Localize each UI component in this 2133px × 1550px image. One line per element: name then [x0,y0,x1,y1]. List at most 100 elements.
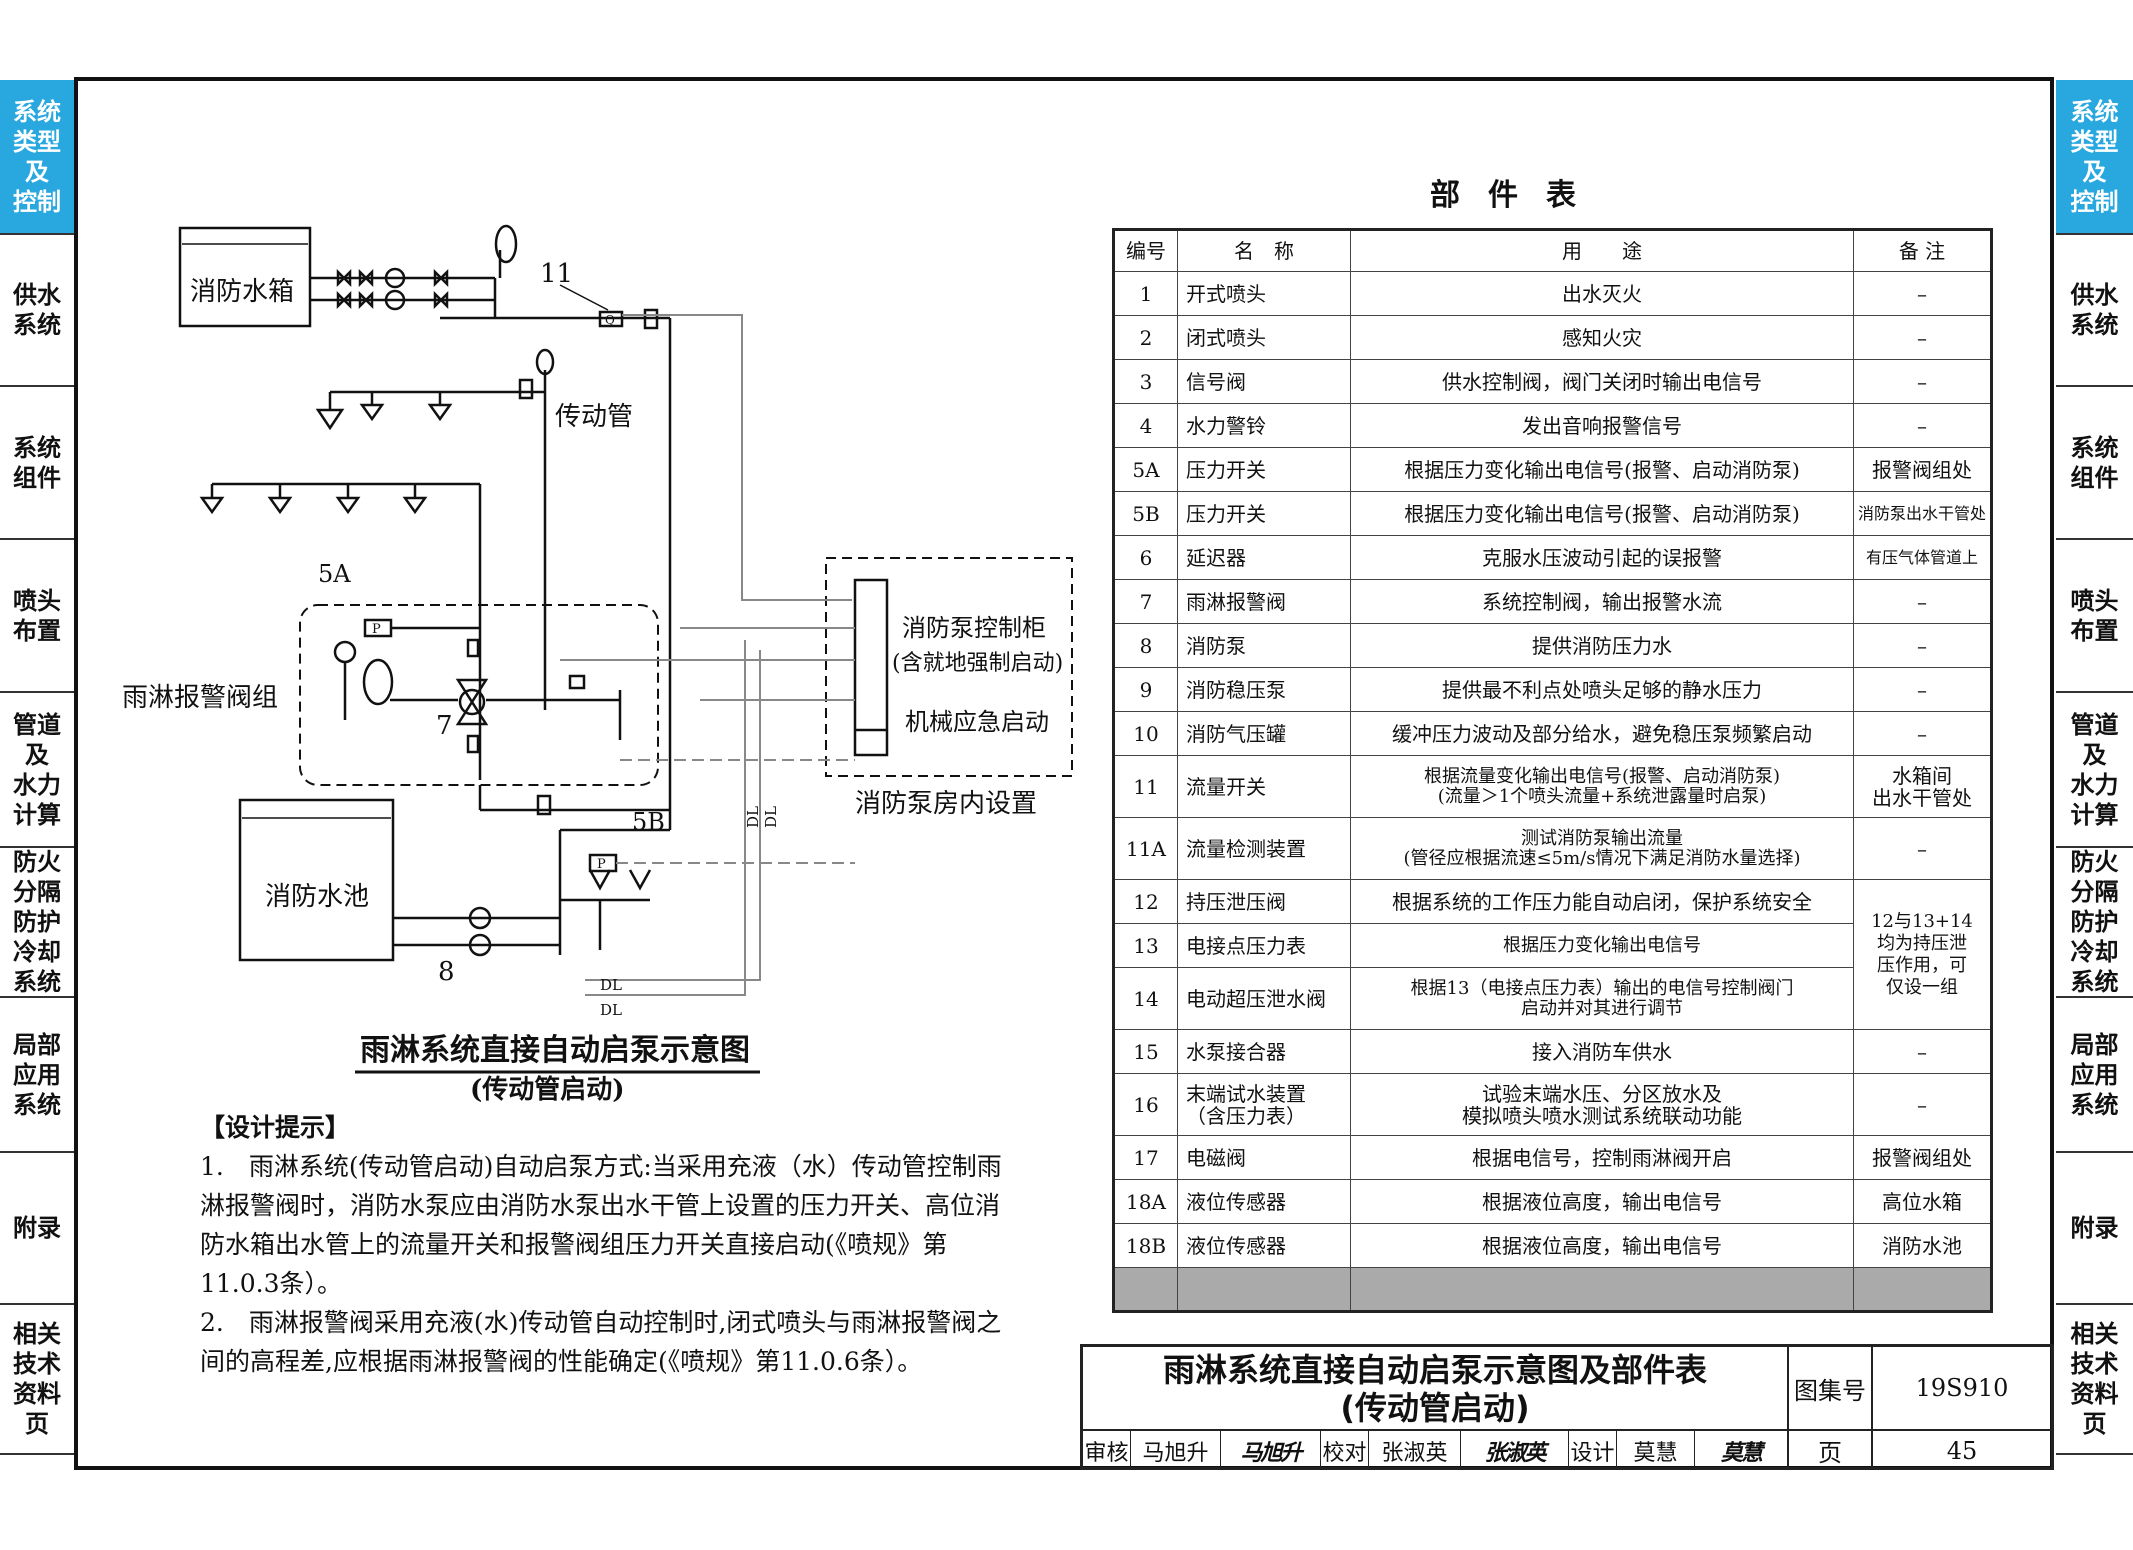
table-cell: 消防泵出水干管处 [1853,491,1992,536]
sidebar-tab-text: 冷却 [13,938,61,966]
table-cell: – [1853,271,1992,316]
sidebar-tab-text: 计算 [2070,800,2119,829]
right-sidebar-tab-8[interactable]: 相关技术资料页 [2056,1305,2133,1455]
sidebar-tab-text: 控制 [13,187,61,216]
sidebar-tab-text: 分隔 [13,878,61,906]
right-sidebar-tab-6[interactable]: 局部应用系统 [2056,998,2133,1153]
left-sidebar-tab-7[interactable]: 附录 [0,1153,74,1305]
dl-label-2: DL [600,1001,622,1019]
right-sidebar-tab-7[interactable]: 附录 [2056,1153,2133,1305]
table-cell: 缓冲压力波动及部分给水，避免稳压泵频繁启动 [1350,711,1854,756]
table-cell: – [1853,359,1992,404]
label-5b: 5B [632,808,665,836]
sidebar-tab-text: 及 [25,740,49,769]
table-cell: 供水控制阀，阀门关闭时输出电信号 [1350,359,1854,404]
review-label: 审核 [1083,1431,1131,1470]
sidebar-tab-text: 布置 [2070,616,2119,645]
notes-heading: 【设计提示】 [200,1113,351,1142]
table-cell: 根据压力变化输出电信号(报警、启动消防泵) [1350,447,1854,492]
left-sidebar-tab-5[interactable]: 防火分隔防护冷却系统 [0,848,74,998]
sidebar-tab-text: 页 [2082,1410,2107,1438]
table-cell: 5B [1113,491,1178,536]
sidebar-tab-text: 管道 [2070,710,2119,739]
designer-signature: 莫慧 [1720,1439,1763,1466]
table-cell: 11 [1113,755,1178,818]
right-sidebar-tab-3[interactable]: 喷头布置 [2056,540,2133,693]
table-cell: 水力警铃 [1177,403,1351,448]
left-sidebar-tab-6[interactable]: 局部应用系统 [0,998,74,1153]
table-cell: 18A [1113,1179,1178,1224]
sidebar-tab-text: 页 [25,1410,49,1438]
right-sidebar-tab-2[interactable]: 系统组件 [2056,387,2133,540]
table-cell: 试验末端水压、分区放水及 模拟喷头喷水测试系统联动功能 [1350,1073,1854,1136]
design-label: 设计 [1569,1431,1617,1470]
right-sidebar-tab-4[interactable]: 管道及水力计算 [2056,693,2133,848]
sidebar-tab-text: 水力 [13,770,61,799]
sidebar-tab-text: 系统 [2070,433,2119,462]
table-cell: 提供消防压力水 [1350,623,1854,668]
fire-water-pool [238,798,395,962]
table-cell: 感知火灾 [1350,315,1854,360]
right-sidebar-tab-1[interactable]: 供水系统 [2056,235,2133,387]
sidebar-tab-text: 及 [2082,157,2107,186]
sidebar-tab-text: 布置 [13,616,61,645]
table-cell: 10 [1113,711,1178,756]
table-cell: 消防泵 [1177,623,1351,668]
sidebar-tab-text: 喷头 [2070,586,2119,615]
left-sidebar-tab-1[interactable]: 供水系统 [0,235,74,387]
sidebar-tab-text: 及 [25,157,49,186]
table-cell: 水箱间 出水干管处 [1853,755,1992,818]
table-cell: 延迟器 [1177,535,1351,580]
flow-switch-symbol: Q [605,313,615,327]
table-cell: 8 [1113,623,1178,668]
reviewer-signature: 马旭升 [1221,1431,1321,1470]
sidebar-tab-text: 应用 [13,1060,61,1089]
right-sidebar-tab-0[interactable]: 系统类型及控制 [2056,80,2133,235]
signature-row: 审核 马旭升 马旭升 校对 张淑英 张淑英 设计 莫慧 莫慧 [1083,1431,1789,1470]
table-cell: 压力开关 [1177,447,1351,492]
table-cell: 6 [1113,535,1178,580]
left-sidebar-tab-3[interactable]: 喷头布置 [0,540,74,693]
table-cell: 提供最不利点处喷头足够的静水压力 [1350,667,1854,712]
sidebar-tab-text: 系统 [13,433,61,462]
sidebar-tab-text: 系统 [13,968,61,996]
cabinet-sub-label: (含就地强制启动) [892,651,1063,676]
parts-header-cell: 用 途 [1350,229,1854,272]
sidebar-tab-text: 冷却 [2070,938,2119,966]
sidebar-tab-text: 控制 [2070,187,2119,216]
right-sidebar-tab-5[interactable]: 防火分隔防护冷却系统 [2056,848,2133,998]
table-cell: 根据系统的工作压力能自动启闭，保护系统安全 [1350,879,1854,924]
table-cell: 根据13（电接点压力表）输出的电信号控制阀门 启动并对其进行调节 [1350,967,1854,1030]
mechanical-start-label: 机械应急启动 [905,708,1049,736]
left-sidebar-tab-2[interactable]: 系统组件 [0,387,74,540]
table-cell: 根据流量变化输出电信号(报警、启动消防泵) (流量＞1个喷头流量+系统泄露量时启… [1350,755,1854,818]
check-label: 校对 [1321,1431,1369,1470]
table-cell: 16 [1113,1073,1178,1136]
table-cell: 持压泄压阀 [1177,879,1351,924]
left-sidebar-tab-0[interactable]: 系统类型及控制 [0,80,74,235]
tank-label: 消防水箱 [190,277,294,307]
table-cell: – [1853,623,1992,668]
table-cell: 克服水压波动引起的误报警 [1350,535,1854,580]
left-sidebar-tab-4[interactable]: 管道及水力计算 [0,693,74,848]
table-cell: 根据电信号，控制雨淋阀开启 [1350,1135,1854,1180]
page-label: 页 [1789,1431,1873,1470]
note-item-1: 1. 雨淋系统(传动管启动)自动启泵方式:当采用充液（水）传动管控制雨淋报警阀时… [200,1152,1002,1298]
table-cell: – [1853,1073,1992,1136]
table-cell: 电磁阀 [1177,1135,1351,1180]
sidebar-tab-text: 系统 [2070,968,2119,996]
table-cell: 5A [1113,447,1178,492]
pump-room-label: 消防泵房内设置 [855,789,1037,819]
table-cell: 14 [1113,967,1178,1030]
left-sidebar-tab-8[interactable]: 相关技术资料页 [0,1305,74,1455]
table-cell [1177,1267,1351,1312]
atlas-number: 19S910 [1873,1347,2051,1431]
